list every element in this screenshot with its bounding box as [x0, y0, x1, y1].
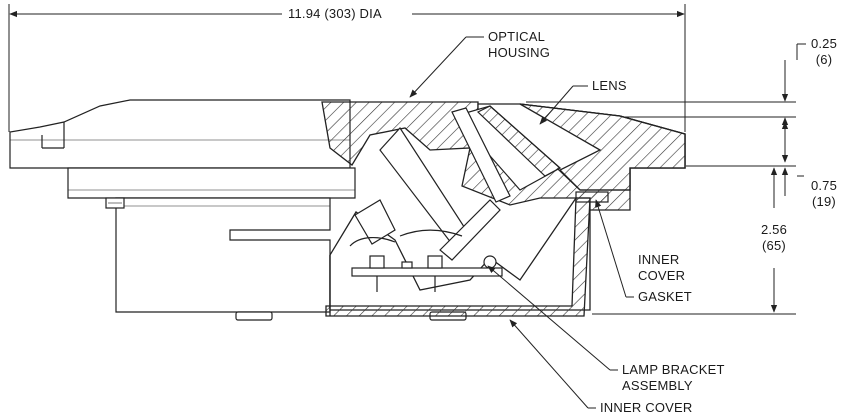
vertical-dimensions	[526, 43, 806, 315]
top-thickness-metric: (6)	[815, 52, 833, 67]
inner-cover-gasket-line3: GASKET	[638, 289, 692, 304]
lens	[451, 105, 562, 203]
inner-cover-gasket	[575, 191, 609, 203]
inner-cover-gasket-line1: INNER	[638, 252, 680, 267]
lamp-bracket-assembly-line1: LAMP BRACKET	[622, 362, 725, 377]
diameter-label: 11.94 (303) DIA	[288, 6, 382, 21]
inner-cover-label: INNER COVER	[600, 400, 693, 415]
door-frame	[9, 99, 467, 321]
optical-housing-label-line2: HOUSING	[488, 45, 551, 60]
lens-label: LENS	[592, 78, 627, 93]
lamp-bracket-assembly	[349, 127, 503, 292]
diameter-dimension	[8, 4, 686, 132]
rim-height-metric: (19)	[812, 194, 836, 209]
leader-lines	[409, 36, 634, 409]
lamp-bracket-assembly-line2: ASSEMBLY	[622, 378, 693, 393]
inner-cover-gasket-line2: COVER	[638, 268, 686, 283]
inner-depth-metric: (65)	[762, 238, 786, 253]
top-thickness-value: 0.25	[810, 36, 838, 51]
rim-height-value: 0.75	[810, 178, 838, 193]
inner-depth-value: 2.56	[760, 222, 788, 237]
optical-housing-label-line1: OPTICAL	[488, 29, 546, 44]
